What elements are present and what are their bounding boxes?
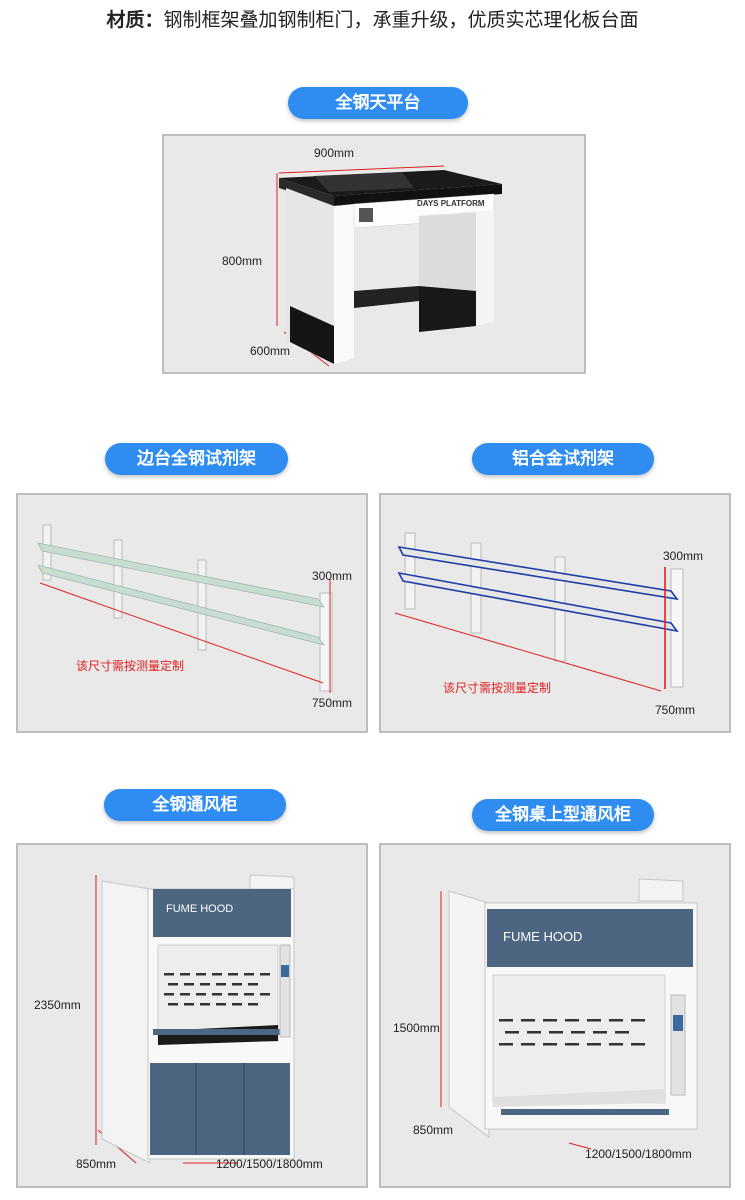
balance-table-panel: 900mm 800mm 600mm DAYS PLATFORM [162,134,586,374]
dim-height: 800mm [222,254,263,268]
title-balance-table: 全钢天平台 [288,87,468,119]
benchtop-fume-hood-illustration [440,878,698,1150]
title-aluminum-reagent-rack: 铝合金试剂架 [472,443,654,475]
title-benchtop-fume-hood: 全钢桌上型通风柜 [472,799,654,831]
benchtop-fume-hood-panel: FUME HOOD 1500mm 850mm 1200/1500/1800mm [379,843,731,1188]
steel-reagent-rack-illustration [37,524,333,693]
dim-depth: 750mm [655,703,696,717]
balance-table-illustration [276,165,502,367]
dim-depth: 600mm [250,344,291,358]
custom-measure-note: 该尺寸需按测量定制 [443,681,552,695]
dim-depth: 750mm [312,696,353,710]
material-description: 材质：钢制框架叠加钢制柜门，承重升级，优质实芯理化板台面 [0,6,745,34]
custom-measure-note: 该尺寸需按测量定制 [76,659,185,673]
dim-depth: 850mm [413,1123,454,1137]
aluminum-reagent-rack-panel: 300mm 750mm 该尺寸需按测量定制 [379,493,731,733]
material-text: 钢制框架叠加钢制柜门，承重升级，优质实芯理化板台面 [163,9,639,31]
dim-width: 1200/1500/1800mm [585,1147,692,1161]
product-text: FUME HOOD [503,929,583,944]
dim-height: 300mm [312,569,353,583]
steel-reagent-rack-panel: 300mm 750mm 该尺寸需按测量定制 [16,493,368,733]
product-text: DAYS PLATFORM [417,199,485,208]
dim-width: 900mm [314,146,355,160]
title-fume-hood: 全钢通风柜 [104,789,286,821]
dim-height: 2350mm [34,998,81,1012]
product-text: FUME HOOD [166,903,234,915]
material-label: 材质： [106,9,164,31]
dim-height: 1500mm [393,1021,440,1035]
title-steel-reagent-rack: 边台全钢试剂架 [105,443,288,475]
fume-hood-illustration [95,874,295,1164]
dim-depth: 850mm [76,1157,117,1171]
dim-height: 300mm [663,549,704,563]
dim-width: 1200/1500/1800mm [216,1157,323,1171]
fume-hood-panel: FUME HOOD 2350mm 850mm 1200/1500/1800mm [16,843,368,1188]
aluminum-reagent-rack-illustration [394,532,684,692]
